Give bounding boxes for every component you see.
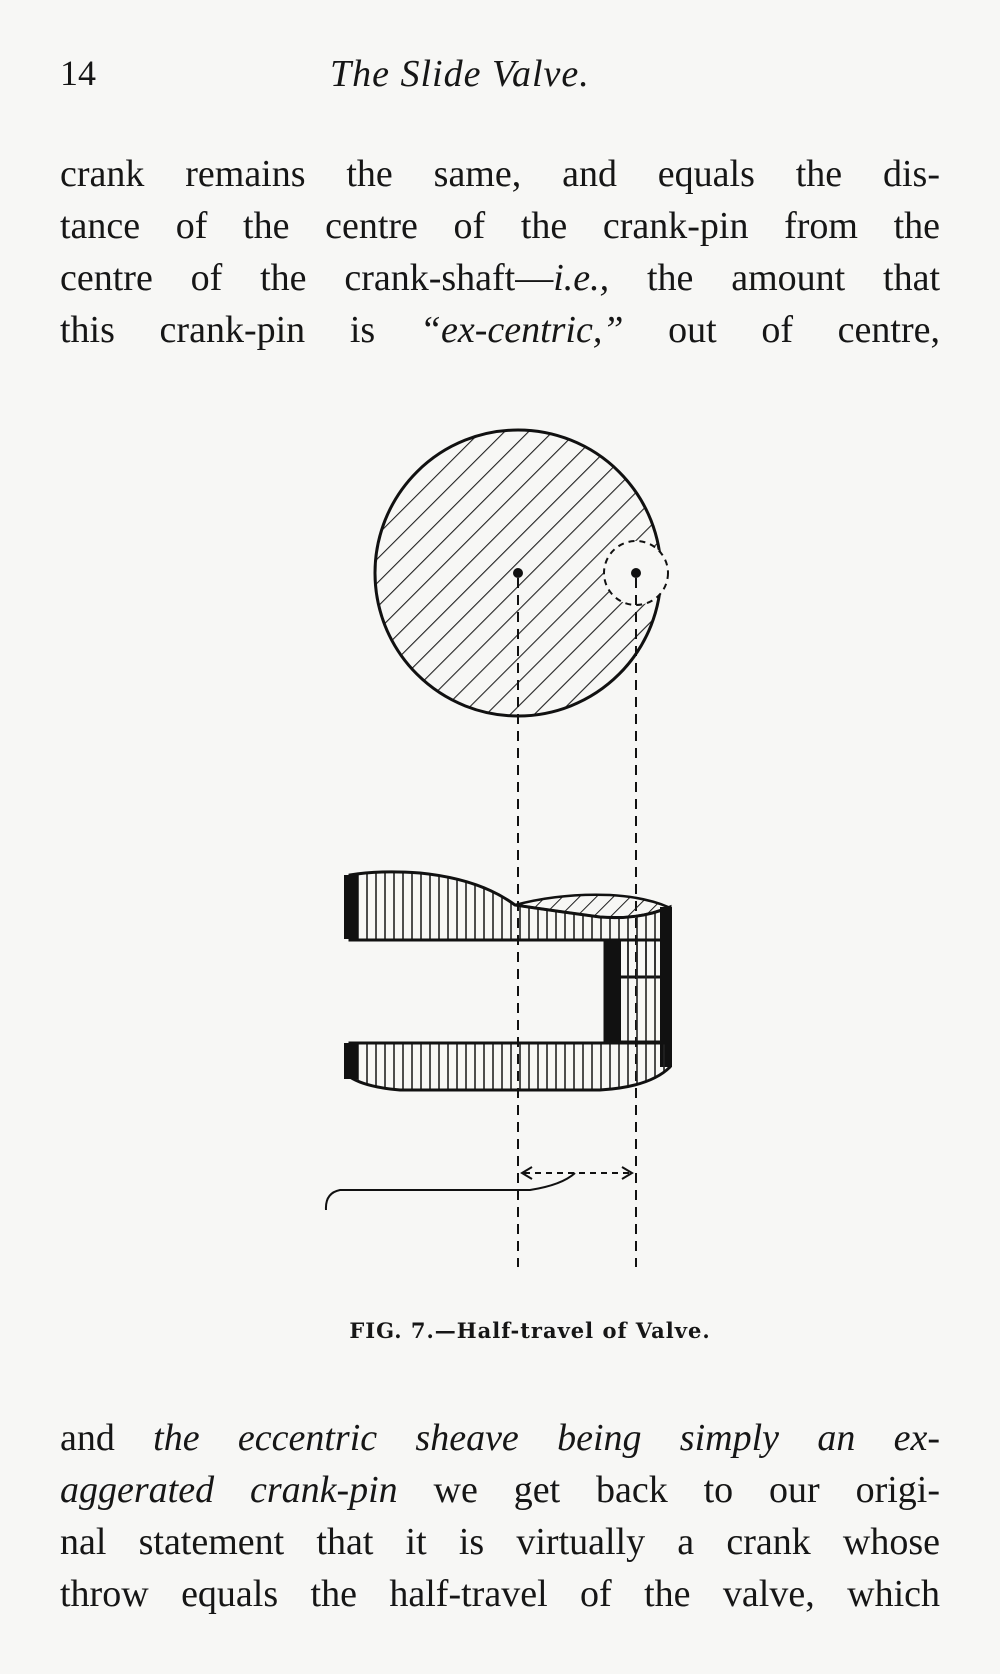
top-paragraph: crank remains the same, and equals the d… (60, 148, 940, 356)
sheave-elevation (344, 870, 672, 1092)
bottom-paragraph: and the eccentric sheave being simply an… (60, 1412, 940, 1620)
sheave-disc (373, 428, 669, 718)
text-line: and the eccentric sheave being simply an… (60, 1417, 940, 1459)
text-line: nal statement that it is virtually a cra… (60, 1521, 940, 1563)
pin-centre-dot (631, 568, 641, 578)
text-line: this crank-pin is “ex-centric,” out of c… (60, 309, 940, 351)
text-line: crank remains the same, and equals the d… (60, 153, 940, 195)
running-title: The Slide Valve. (330, 53, 590, 95)
italic-ex-centric: “ex-centric,” (419, 309, 624, 351)
page-number: 14 (60, 53, 96, 93)
text-line: centre of the crank-shaft—i.e., the amou… (60, 257, 940, 299)
figure-half-travel-diagram (300, 395, 700, 1295)
text-line: aggerated crank-pin we get back to our o… (60, 1469, 940, 1511)
text-line: throw equals the half-travel of the valv… (60, 1573, 940, 1615)
italic-phrase: aggerated crank-pin (60, 1469, 398, 1511)
italic-ie: i.e., (553, 257, 610, 299)
text-line: tance of the centre of the crank-pin fro… (60, 205, 940, 247)
shaft-centre-dot (513, 568, 523, 578)
half-travel-dimension (324, 1166, 634, 1211)
italic-phrase: the eccentric sheave being simply an ex- (153, 1417, 940, 1459)
eccentric-diagram (324, 428, 672, 1267)
figure-caption: FIG. 7.—Half-travel of Valve. (349, 1318, 711, 1343)
page-header: 14 The Slide Valve. (60, 52, 940, 112)
